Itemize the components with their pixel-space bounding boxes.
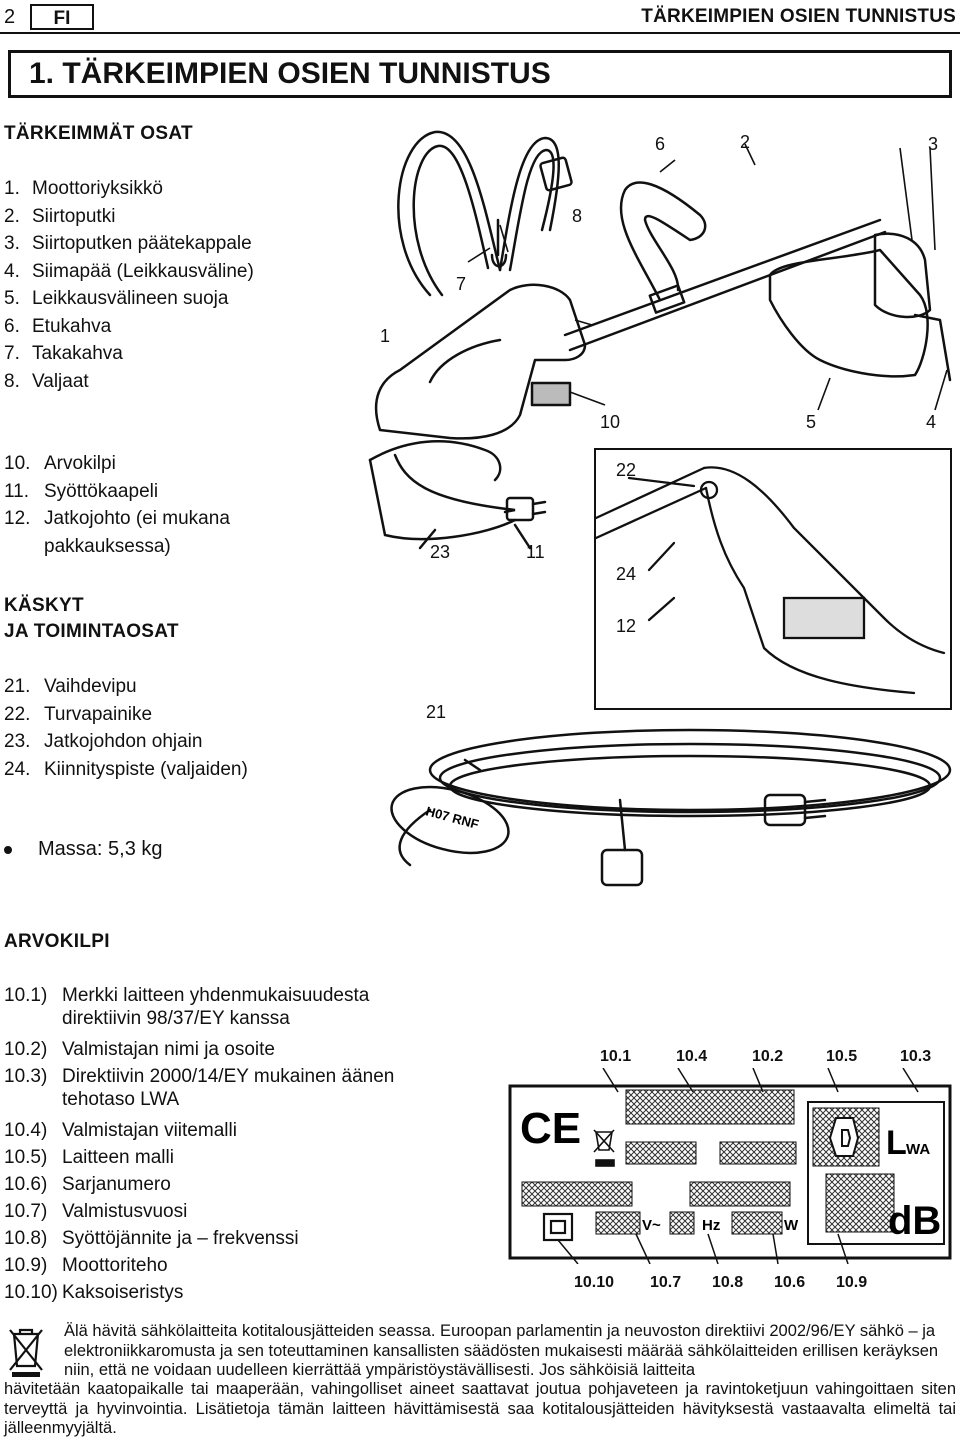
weee-notice-first: Älä hävitä sähkölaitteita kotitalousjätt… xyxy=(64,1322,939,1379)
weee-bin-icon xyxy=(9,1328,43,1377)
weee-small-icon xyxy=(593,1129,615,1167)
list-item: 8.Valjaat xyxy=(4,370,89,392)
double-insulation-icon xyxy=(542,1212,574,1242)
list-item: 12.Jatkojohto (ei mukana xyxy=(4,508,230,529)
callout-11: 11 xyxy=(526,542,545,562)
trimmer-illustration xyxy=(374,130,952,440)
list-item: 10.2)Valmistajan nimi ja osoite xyxy=(4,1039,275,1060)
callout-22: 22 xyxy=(616,460,637,480)
callout-1: 1 xyxy=(380,326,391,346)
controls-list: 21.Vaihdevipu 22.Turvapainike 23.Jatkojo… xyxy=(4,673,248,783)
callout-4: 4 xyxy=(926,412,937,432)
plate-code-top-1: 10.1 xyxy=(600,1048,632,1065)
page-number: 2 xyxy=(4,6,16,28)
lwa-subscript: WA xyxy=(906,1141,930,1158)
list-item: 10.3)Direktiivin 2000/14/EY mukainen ään… xyxy=(4,1066,395,1087)
callout-12: 21 xyxy=(426,702,447,722)
plate-code-bottom-2: 10.7 xyxy=(650,1274,682,1291)
list-item: 10.9)Moottoriteho xyxy=(4,1255,168,1276)
header-rule xyxy=(0,32,960,34)
callout-10: 10 xyxy=(600,412,621,432)
list-item: 4.Siimapää (Leikkausväline) xyxy=(4,260,254,282)
callout-6: 6 xyxy=(655,134,666,154)
list-item: 10.1)Merkki laitteen yhdenmukaisuudesta xyxy=(4,985,370,1006)
controls-heading-line2: JA TOIMINTAOSAT xyxy=(4,621,179,642)
callout-5: 5 xyxy=(806,412,817,432)
main-parts-list: 1.Moottoriyksikkö 2.Siirtoputki 3.Siirto… xyxy=(4,175,254,395)
plate-code-bottom-5: 10.9 xyxy=(836,1274,868,1291)
plate-code-bottom-4: 10.6 xyxy=(774,1274,806,1291)
list-item: pakkauksessa) xyxy=(44,535,171,557)
callout-21: 12 xyxy=(616,616,637,636)
list-item: 2.Siirtoputki xyxy=(4,205,116,227)
handle-detail-inset xyxy=(594,448,952,710)
cable-marking: H07 RNF xyxy=(424,803,480,832)
callout-2: 2 xyxy=(740,132,751,152)
weee-notice-rest: hävitetään kaatopaikalle tai maaperään, … xyxy=(4,1380,956,1437)
plate-code-top-3: 10.2 xyxy=(752,1048,784,1065)
list-item: 5.Leikkausvälineen suoja xyxy=(4,288,229,309)
language-badge: FI xyxy=(30,4,94,30)
list-item: 22.Turvapainike xyxy=(4,703,153,725)
callout-8: 8 xyxy=(572,206,583,226)
rating-plate-heading: ARVOKILPI xyxy=(4,931,110,952)
list-item: 7.Takakahva xyxy=(4,343,123,364)
plate-code-top-5: 10.3 xyxy=(900,1048,932,1065)
list-item: 6.Etukahva xyxy=(4,315,112,337)
extension-cord-illustration: H07 RNF xyxy=(390,728,952,887)
rating-plate-drawing: CE L WA dB V~ Hz W xyxy=(508,1068,952,1264)
callout-23: 23 xyxy=(430,542,451,562)
ce-mark: CE xyxy=(520,1104,581,1153)
list-item: 21.Vaihdevipu xyxy=(4,676,137,697)
callout-24: 24 xyxy=(616,564,637,584)
callout-3: 3 xyxy=(928,134,939,154)
list-item: 24.Kiinnityspiste (valjaiden) xyxy=(4,758,248,780)
list-item: 10.6)Sarjanumero xyxy=(4,1174,171,1195)
main-parts-heading: TÄRKEIMMÄT OSAT xyxy=(4,123,193,144)
list-item: 23.Jatkojohdon ohjain xyxy=(4,731,203,752)
watt-label: W xyxy=(784,1217,799,1234)
voltage-label: V~ xyxy=(642,1217,661,1234)
page-title: 1. TÄRKEIMPIEN OSIEN TUNNISTUS xyxy=(8,50,952,98)
list-item: 3.Siirtoputken päätekappale xyxy=(4,233,252,254)
plate-code-bottom-1: 10.10 xyxy=(574,1274,615,1291)
db-label: dB xyxy=(888,1199,941,1243)
mass-spec: Massa: 5,3 kg xyxy=(4,838,163,861)
callout-7: 7 xyxy=(456,274,467,294)
list-item: 11.Syöttökaapeli xyxy=(4,480,159,502)
main-parts-list-b: 10.Arvokilpi 11.Syöttökaapeli 12.Jatkojo… xyxy=(4,450,230,560)
list-item: 10.4)Valmistajan viitemalli xyxy=(4,1120,237,1141)
plate-code-top-4: 10.5 xyxy=(826,1048,858,1065)
controls-heading-line1: KÄSKYT xyxy=(4,595,84,616)
list-item: 1.Moottoriyksikkö xyxy=(4,178,163,199)
bullet-icon xyxy=(4,845,12,854)
sound-level-icon xyxy=(828,1117,860,1157)
rating-plate-list: 10.1)Merkki laitteen yhdenmukaisuudesta … xyxy=(4,982,394,1306)
list-item: tehotaso LWA xyxy=(62,1089,180,1110)
list-item: 10.8)Syöttöjännite ja – frekvenssi xyxy=(4,1228,299,1249)
lwa-letter: L xyxy=(886,1124,907,1162)
list-item: 10.Arvokilpi xyxy=(4,453,116,474)
supply-cable-illustration xyxy=(368,440,547,550)
list-item: direktiivin 98/37/EY kanssa xyxy=(62,1008,290,1029)
running-title: TÄRKEIMPIEN OSIEN TUNNISTUS xyxy=(641,6,956,27)
hz-label: Hz xyxy=(702,1217,720,1234)
list-item: 10.10)Kaksoiseristys xyxy=(4,1282,184,1303)
plate-code-top-2: 10.4 xyxy=(676,1048,708,1065)
plate-code-bottom-3: 10.8 xyxy=(712,1274,744,1291)
list-item: 10.5)Laitteen malli xyxy=(4,1147,174,1168)
list-item: 10.7)Valmistusvuosi xyxy=(4,1201,188,1222)
